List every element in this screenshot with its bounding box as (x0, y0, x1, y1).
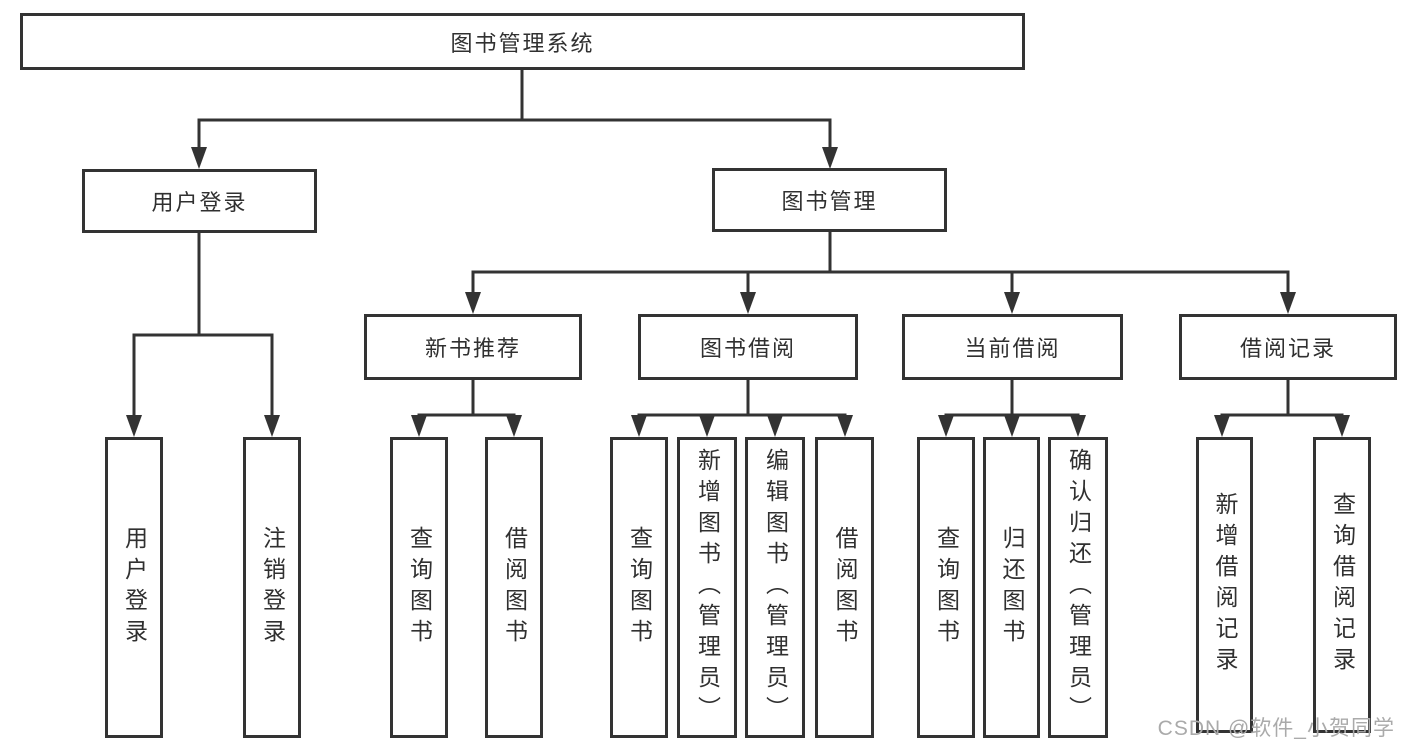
node-new-book-recommend: 新书推荐 (364, 314, 582, 380)
arrowhead-icon (126, 415, 142, 437)
node-br-query-record: 查询借阅记录 (1313, 437, 1371, 733)
arrowhead-icon (740, 292, 756, 314)
arrowhead-icon (506, 415, 522, 437)
arrowhead-icon (822, 147, 838, 169)
arrowhead-icon (1214, 415, 1230, 437)
arrowhead-icon (1004, 415, 1020, 437)
arrowhead-icon (191, 147, 207, 169)
node-book-management: 图书管理 (712, 168, 947, 232)
node-cb-confirm-return-admin: 确认归还（管理员） (1048, 437, 1108, 738)
node-book-borrowing: 图书借阅 (638, 314, 858, 380)
node-cb-query-books: 查询图书 (917, 437, 975, 738)
node-bb-borrow-books: 借阅图书 (815, 437, 874, 738)
node-library-management-system: 图书管理系统 (20, 13, 1025, 70)
node-br-add-record: 新增借阅记录 (1196, 437, 1253, 733)
node-bb-add-books-admin: 新增图书（管理员） (677, 437, 737, 738)
node-borrow-records: 借阅记录 (1179, 314, 1397, 380)
arrowhead-icon (837, 415, 853, 437)
arrowhead-icon (699, 415, 715, 437)
arrowhead-icon (1280, 292, 1296, 314)
node-nb-borrow-books: 借阅图书 (485, 437, 543, 738)
arrowhead-icon (938, 415, 954, 437)
node-user-login: 用户登录 (82, 169, 317, 233)
node-bb-edit-books-admin: 编辑图书（管理员） (745, 437, 805, 738)
node-current-borrowing: 当前借阅 (902, 314, 1123, 380)
node-bb-query-books: 查询图书 (610, 437, 668, 738)
watermark: CSDN @软件_小贺同学 (1157, 717, 1395, 740)
arrowhead-icon (1334, 415, 1350, 437)
arrowhead-icon (465, 292, 481, 314)
node-nb-query-books: 查询图书 (390, 437, 448, 738)
arrowhead-icon (767, 415, 783, 437)
arrowhead-icon (411, 415, 427, 437)
node-user-login-leaf: 用户登录 (105, 437, 163, 738)
node-cb-return-books: 归还图书 (983, 437, 1040, 738)
arrowhead-icon (631, 415, 647, 437)
node-logout-leaf: 注销登录 (243, 437, 301, 738)
arrowhead-icon (1070, 415, 1086, 437)
arrowhead-icon (1004, 292, 1020, 314)
arrowhead-icon (264, 415, 280, 437)
